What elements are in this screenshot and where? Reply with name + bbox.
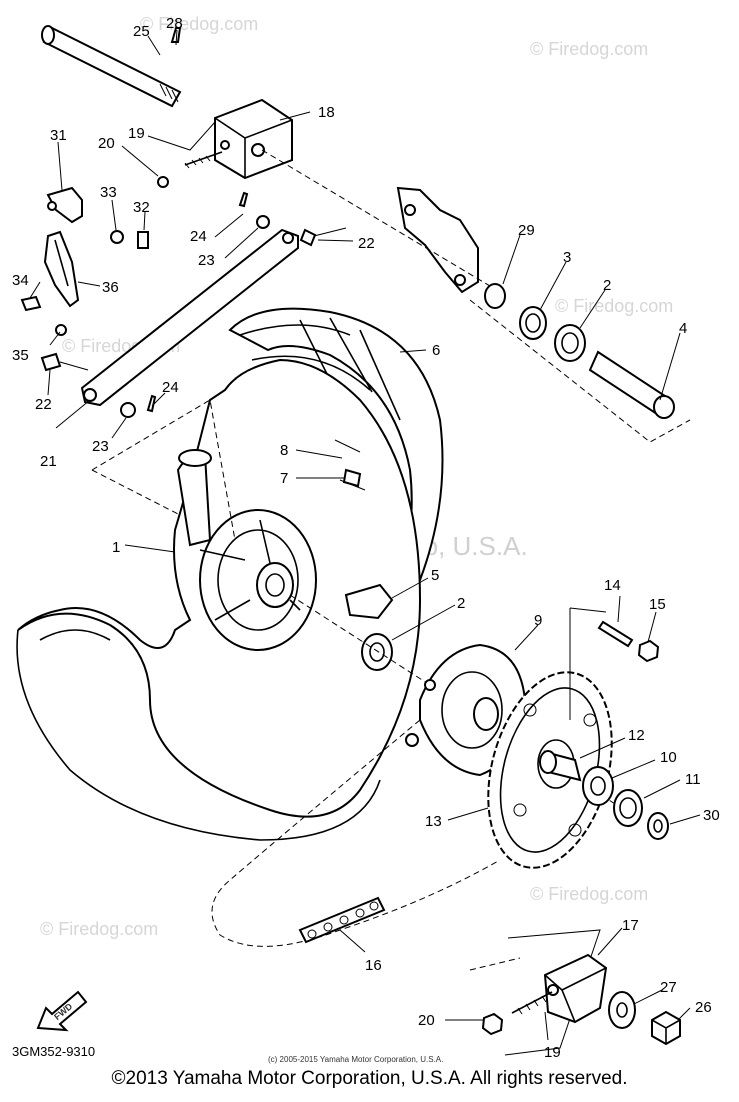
part-label: 36 <box>102 279 119 296</box>
fwd-arrow-icon: FWD <box>36 990 88 1032</box>
part-label: 25 <box>133 23 150 40</box>
chain-adjuster-upper <box>214 98 293 180</box>
watermark: © Firedog.com <box>555 296 673 316</box>
part-label: 5 <box>431 567 439 584</box>
watermark: © Firedog.com <box>530 884 648 904</box>
part-label: 24 <box>190 228 207 245</box>
part-label: 32 <box>133 199 150 216</box>
part-label: 27 <box>660 979 677 996</box>
part-label: 23 <box>198 252 215 269</box>
part-label: 2 <box>457 595 465 612</box>
part-label: 15 <box>649 596 666 613</box>
part-label: 31 <box>50 127 67 144</box>
part-label: 19 <box>544 1044 561 1061</box>
axle-part <box>41 25 182 108</box>
part-label: 3 <box>563 249 571 266</box>
watermark: © Firedog.com <box>530 39 648 59</box>
drive-chain <box>211 719 501 947</box>
diagram-code: 3GM352-9310 <box>12 1044 95 1059</box>
part-label: 18 <box>318 104 335 121</box>
copyright-notice: ©2013 Yamaha Motor Corporation, U.S.A. A… <box>111 1068 628 1089</box>
watermark: © Firedog.com <box>140 14 258 34</box>
part-label: 21 <box>40 453 57 470</box>
part-labels: 1 2 2 3 4 5 6 7 8 9 10 11 12 13 14 15 16… <box>12 15 720 1061</box>
part-label: 20 <box>418 1012 435 1029</box>
part-label: 6 <box>432 342 440 359</box>
torque-arm <box>80 228 299 407</box>
part-label: 33 <box>100 184 117 201</box>
part-label: 10 <box>660 749 677 766</box>
part-label: 1 <box>112 539 120 556</box>
part-label: 2 <box>603 277 611 294</box>
part-label: 26 <box>695 999 712 1016</box>
part-label: 35 <box>12 347 29 364</box>
part-label: 22 <box>358 235 375 252</box>
part-label: 8 <box>280 442 288 459</box>
part-label: 23 <box>92 438 109 455</box>
part-label: 22 <box>35 396 52 413</box>
part-label: 14 <box>604 577 621 594</box>
part-label: 17 <box>622 917 639 934</box>
part-label: 20 <box>98 135 115 152</box>
rear-wheel <box>16 358 422 841</box>
part-label: 19 <box>128 125 145 142</box>
chain-adjuster-lower <box>543 953 608 1024</box>
part-label: 12 <box>628 727 645 744</box>
part-label: 28 <box>166 15 183 32</box>
leader-lines <box>29 29 701 1041</box>
part-label: 7 <box>280 470 288 487</box>
part-label: 34 <box>12 272 29 289</box>
part-label: 11 <box>685 771 701 788</box>
part-label: 13 <box>425 813 442 830</box>
part-label: 30 <box>703 807 720 824</box>
part-label: 9 <box>534 612 542 629</box>
part-label: 24 <box>162 379 179 396</box>
watermark: © Firedog.com <box>40 919 158 939</box>
small-copyright: (c) 2005-2015 Yamaha Motor Corporation, … <box>268 1055 443 1064</box>
part-label: 29 <box>518 222 535 239</box>
part-label: 16 <box>365 957 382 974</box>
part-label: 4 <box>679 320 687 337</box>
